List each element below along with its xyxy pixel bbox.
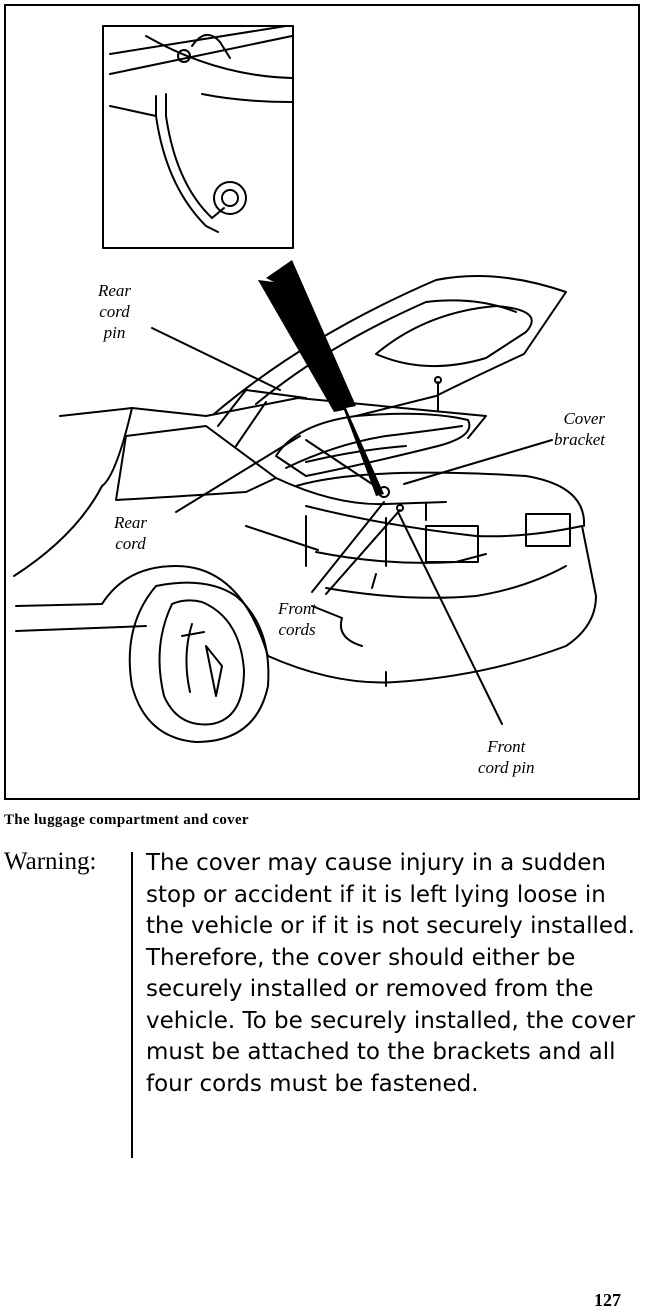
leader-front-cords-1 <box>311 501 385 593</box>
warning-text: The cover may cause injury in a sudden s… <box>146 850 636 1097</box>
inset-detail-box <box>102 25 294 249</box>
leader-rear-cord <box>175 435 301 513</box>
figure-frame: Rear cord pin Cover bracket Rear cord Fr… <box>4 4 640 800</box>
leader-rear-cord-pin <box>151 327 281 391</box>
warning-label: Warning: <box>4 848 97 875</box>
page-number: 127 <box>594 1290 621 1310</box>
label-cover-bracket: Cover bracket <box>554 409 605 449</box>
label-front-cord-pin: Front cord pin <box>478 737 535 777</box>
label-front-cords: Front cords <box>278 599 317 639</box>
leader-front-cords-2 <box>325 509 401 595</box>
inset-detail-drawing <box>109 25 293 233</box>
leader-cover-bracket <box>403 439 553 485</box>
leader-front-cord-pin <box>397 511 503 725</box>
car-body-drawing <box>13 275 597 743</box>
label-rear-cord: Rear cord <box>114 513 148 553</box>
warning-divider <box>131 852 133 1158</box>
detail-arrow <box>258 260 384 496</box>
luggage-illustration <box>13 25 597 743</box>
label-rear-cord-pin: Rear cord pin <box>98 281 132 342</box>
figure-caption: The luggage compartment and cover <box>4 812 249 828</box>
